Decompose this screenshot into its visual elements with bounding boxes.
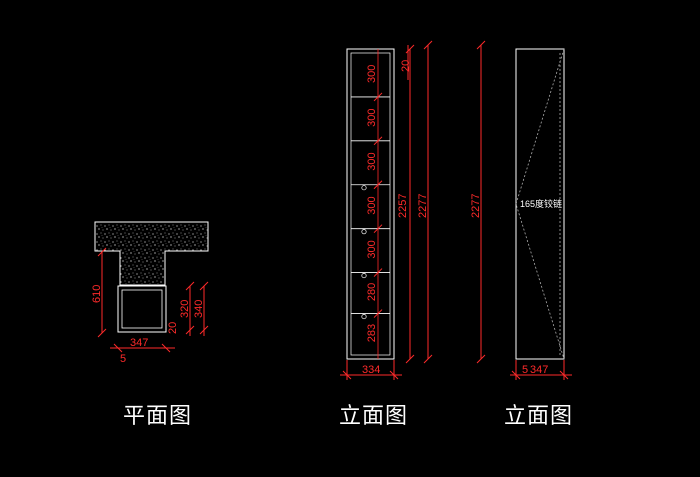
plan-cabinet-inner	[121, 289, 163, 329]
plan-dim-depth-tick	[97, 247, 107, 257]
elev1-shelf-height-label: 283	[366, 324, 378, 342]
elev1-shelf-pin	[361, 273, 367, 279]
elevation-2-caption: 立面图	[504, 404, 574, 429]
elev1-shelf-pin	[361, 314, 367, 320]
elev1-shelf-labels: 300 300 300 300 300 280 283	[366, 65, 378, 343]
elev2-dim-total-tick	[476, 40, 486, 50]
elev1-dim-width: 334	[362, 364, 380, 376]
plan-dim-width: 347	[130, 337, 148, 349]
elev2-dim-width: 347	[530, 364, 548, 376]
elev1-shelf-height-label: 300	[366, 240, 378, 258]
elev1-dim-inner-tick	[405, 354, 415, 364]
plan-dim-depth-tick	[97, 328, 107, 338]
plan-dim-right-tick	[199, 281, 209, 291]
plan-cabinet-box	[117, 285, 167, 333]
elev1-shelf-pin	[361, 185, 367, 191]
elev2-dim-total-tick	[476, 354, 486, 364]
elev1-dim-inner-tick	[405, 44, 415, 54]
plan-dim-thick: 5	[120, 353, 126, 365]
elev2-dim-total-height: 2277	[470, 194, 482, 218]
elev1-shelf-height-label: 300	[366, 152, 378, 170]
elev1-shelf-pin	[361, 229, 367, 235]
elev1-dim-top-gap: 20	[400, 60, 412, 72]
elev1-shelf-height-label: 280	[366, 283, 378, 301]
elevation-2: 165度铰链 2277 5 347	[470, 40, 572, 380]
plan-dim-width-tick	[161, 343, 171, 353]
plan-caption: 平面图	[123, 404, 193, 429]
elev2-dim-thick: 5	[522, 364, 528, 376]
elev1-cabinet-inner	[350, 52, 391, 356]
plan-view: 610 347 5 320 340 20	[91, 221, 209, 365]
elev1-dim-total-tick	[423, 354, 433, 364]
elevation-1-caption: 立面图	[339, 404, 409, 429]
plan-dim-right-tick	[199, 325, 209, 335]
elevation-1: 300 300 300 300 300 280 283 20 2257 2277 334	[340, 40, 433, 380]
elev1-dim-inner-height: 2257	[397, 194, 409, 218]
plan-dim-right-tick	[185, 325, 195, 335]
plan-dim-small: 20	[167, 322, 179, 334]
elev2-door-outline	[515, 48, 565, 360]
plan-dim-outer: 340	[193, 300, 205, 318]
elev1-dim-total-height: 2277	[417, 194, 429, 218]
elev2-hinge-note: 165度铰链	[520, 198, 562, 209]
elev1-cabinet-outline	[346, 48, 395, 360]
elev1-dim-total-tick	[423, 40, 433, 50]
plan-dim-depth: 610	[91, 285, 103, 303]
plan-countertop-outline	[94, 221, 209, 286]
elev1-shelves	[351, 92, 390, 320]
plan-dim-inner: 320	[179, 300, 191, 318]
elev1-shelf-height-label: 300	[366, 196, 378, 214]
elev1-shelf-height-label: 300	[366, 65, 378, 83]
plan-dim-width-tick	[113, 343, 123, 353]
elev1-shelf-height-label: 300	[366, 109, 378, 127]
plan-dim-right-tick	[185, 281, 195, 291]
